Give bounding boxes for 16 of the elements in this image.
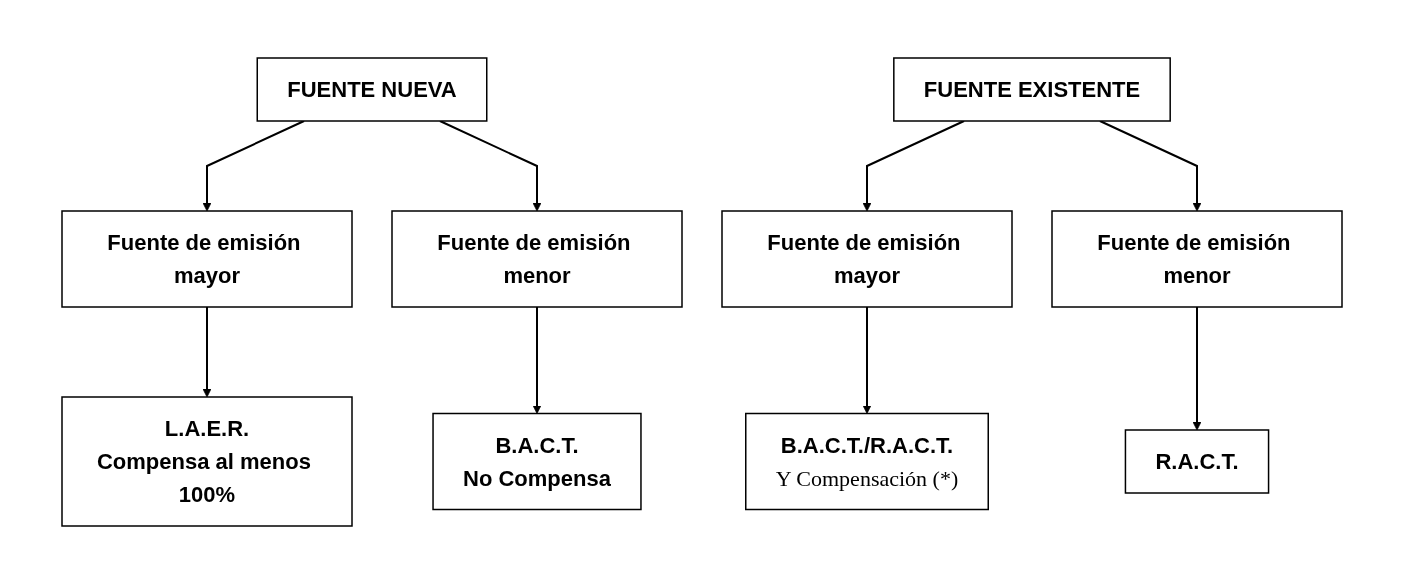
arrow xyxy=(862,306,871,414)
node-box: B.A.C.T./R.A.C.T. Y Compensación (*) xyxy=(744,412,989,511)
node-box: L.A.E.R. Compensa al menos 100% xyxy=(60,396,353,527)
node-box: R.A.C.T. xyxy=(1124,429,1269,494)
arrow xyxy=(862,120,965,212)
node-box: Fuente de emisión mayor xyxy=(60,210,353,308)
arrow xyxy=(202,120,305,212)
node-box: Fuente de emisión menor xyxy=(390,210,683,308)
node-box: B.A.C.T. No Compensa xyxy=(431,412,642,511)
node-box: FUENTE NUEVA xyxy=(256,57,487,122)
arrow xyxy=(532,306,541,414)
arrow xyxy=(202,306,211,398)
node-box: FUENTE EXISTENTE xyxy=(892,57,1171,122)
node-box: Fuente de emisión mayor xyxy=(720,210,1013,308)
arrow xyxy=(1192,306,1201,431)
node-box: Fuente de emisión menor xyxy=(1050,210,1343,308)
